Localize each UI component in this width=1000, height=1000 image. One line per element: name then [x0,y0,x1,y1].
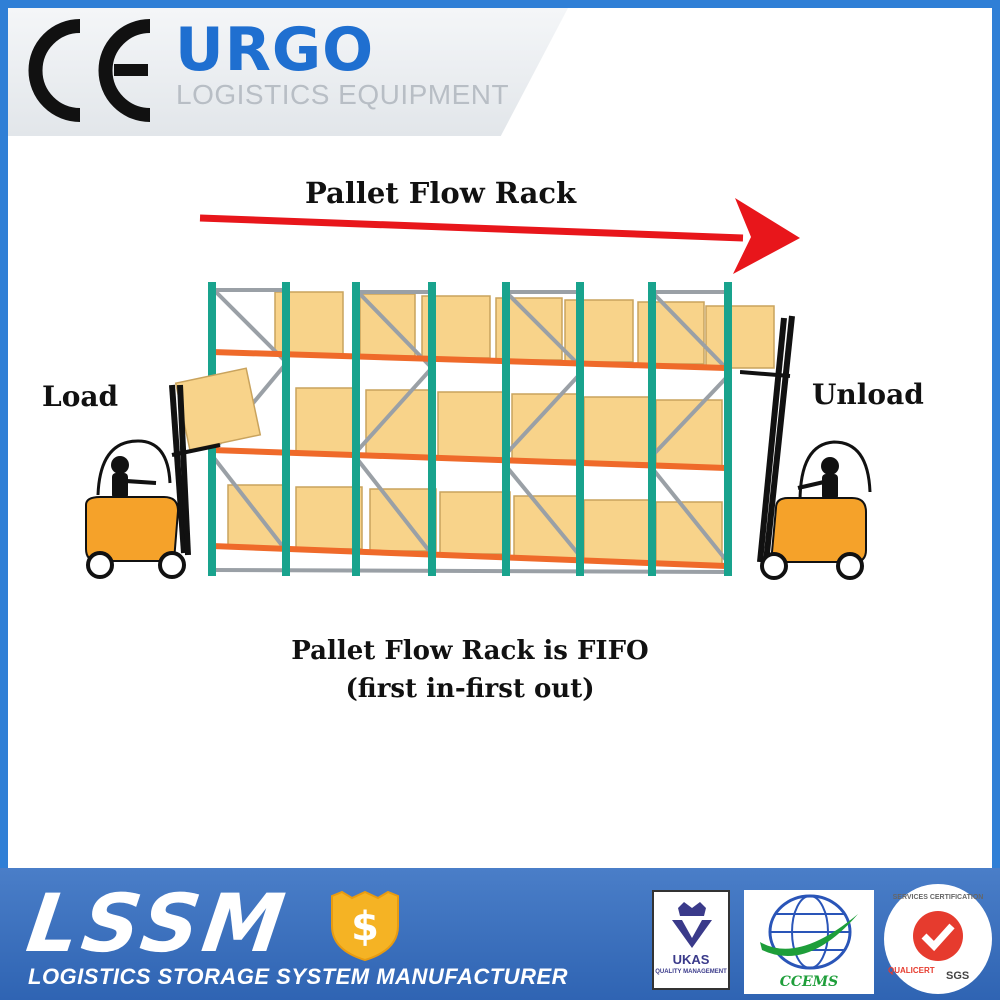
ukas-label: UKAS [672,952,710,967]
caption-line-2: (first in-first out) [345,674,595,704]
unload-forklift-icon [740,315,872,580]
crown-check-icon [672,902,712,948]
pallet-flow-rack [208,282,775,576]
diagram-title: Pallet Flow Rack [305,176,577,210]
footer-brand: LSSM [21,877,294,970]
svg-text:$: $ [351,904,379,950]
unload-label: Unload [812,378,924,411]
brand-name: URGO [175,15,375,85]
sgs-label: SGS [946,970,970,982]
ccems-cert-badge: CCEMS [744,890,874,994]
dollar-shield-icon: $ [331,890,399,962]
services-cert-label: SERVICES CERTIFICATION [892,894,984,901]
brand-tagline: LOGISTICS EQUIPMENT [176,79,510,110]
load-forklift-icon [85,367,262,579]
qualicert-label: QUALICERT [888,966,935,975]
diagram-caption: Pallet Flow Rack is FIFO (first in-first… [180,632,760,708]
flow-arrow-icon [199,198,800,274]
globe-icon [760,894,858,970]
footer-tagline: LOGISTICS STORAGE SYSTEM MANUFACTURER [28,964,569,989]
caption-line-1: Pallet Flow Rack is FIFO [291,636,649,666]
sgs-qualicert-badge: SERVICES CERTIFICATION QUALICERT SGS [884,884,992,994]
ukas-sub-label: QUALITY MANAGEMENT [655,969,727,975]
rack-uprights [208,282,732,576]
ukas-cert-badge: UKAS QUALITY MANAGEMENT [652,890,730,990]
rack-beams [211,349,727,569]
load-label: Load [42,380,119,413]
ce-mark-icon [28,19,151,122]
check-seal-icon [913,911,963,961]
ccems-label: CCEMS [779,974,839,990]
